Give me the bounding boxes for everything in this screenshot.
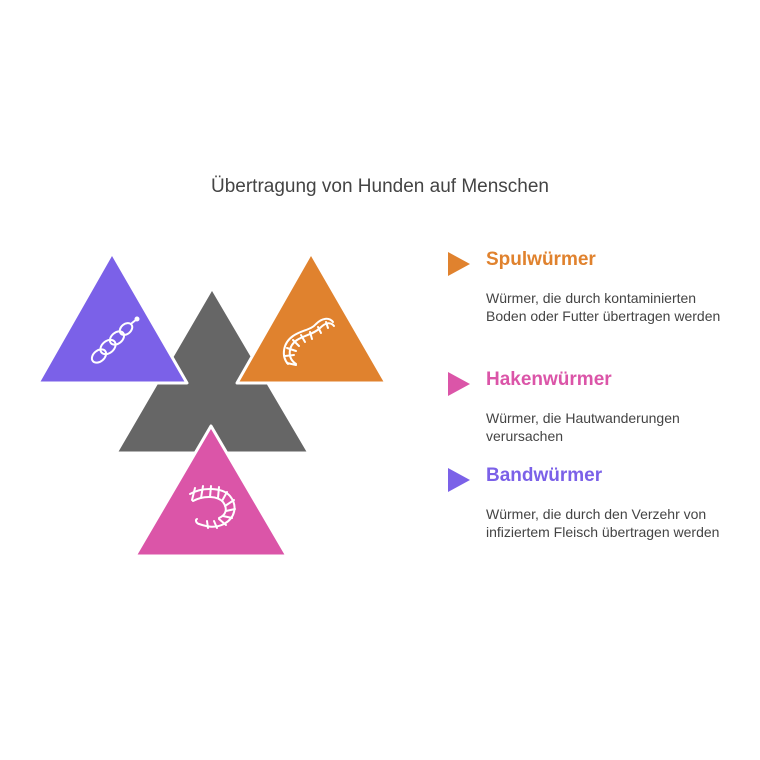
triangle-marker-icon [448,468,470,492]
triangle-marker-icon [448,372,470,396]
triangle-marker-icon [448,252,470,276]
legend-item-title: Bandwürmer [486,465,603,486]
legend-item-description: Würmer, die durch den Verzehr von infizi… [486,506,720,540]
band-triangle [36,251,189,385]
diagram-title: Übertragung von Hunden auf Menschen [210,176,549,197]
legend-item-title: Spulwürmer [486,249,596,270]
legend-item-description: Würmer, die durch kontaminierten Boden o… [486,290,721,324]
tapeworm-icon [90,316,140,364]
hookworm-icon [189,485,236,529]
legend-item-title: Hakenwürmer [486,369,612,390]
spul-triangle [235,251,388,385]
legend-item-description: Würmer, die Hautwanderungen verursachen [486,410,680,444]
roundworm-icon [282,317,335,366]
